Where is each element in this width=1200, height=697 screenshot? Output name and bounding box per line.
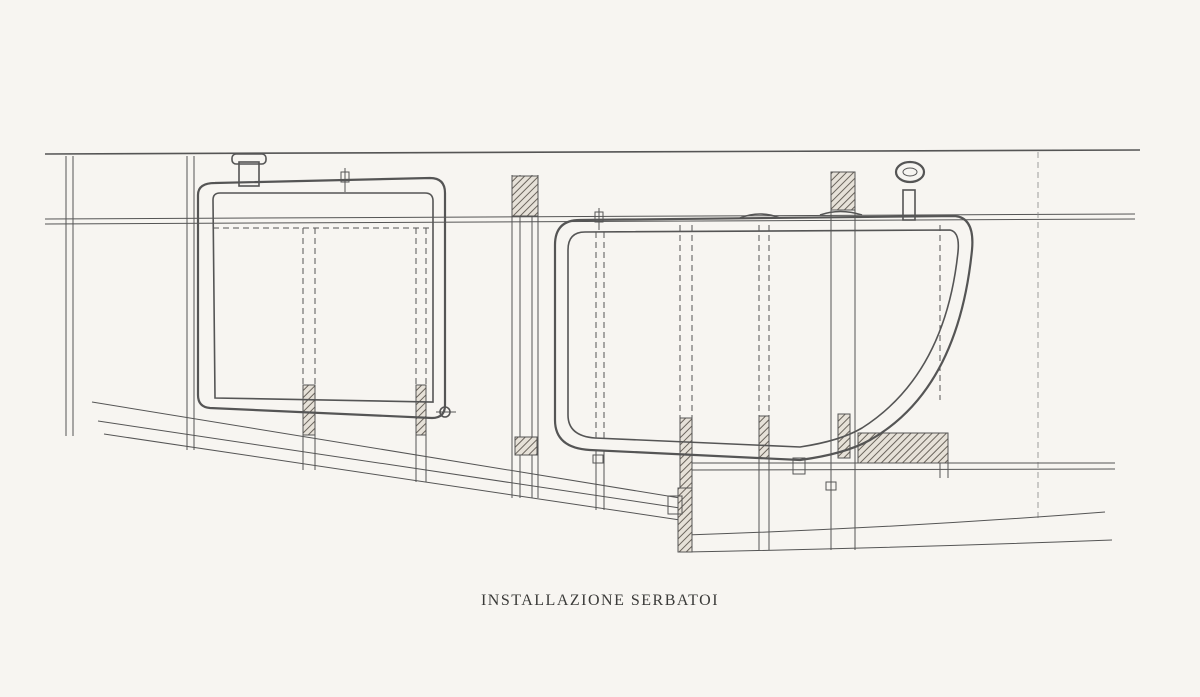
frame-foot-b — [514, 436, 538, 456]
keel-line-3 — [103, 433, 681, 521]
left-filler-cap — [231, 153, 267, 165]
fittings — [592, 454, 837, 515]
fitting-small-1 — [592, 454, 604, 464]
frame-foot-3 — [679, 417, 693, 489]
right-tank — [553, 160, 974, 475]
frame-foot-2 — [415, 384, 427, 436]
right-filler-neck — [902, 189, 916, 221]
keel-line-1 — [91, 401, 681, 499]
hull-curve-2 — [685, 539, 1113, 553]
right-drain-valve — [792, 457, 806, 475]
top-deck-line — [44, 149, 1141, 155]
right-access-plate-1 — [739, 213, 781, 219]
hull-structure — [44, 149, 1141, 553]
left-vent — [340, 171, 350, 183]
frame-cap-c — [830, 171, 856, 211]
right-access-plate-2 — [819, 210, 863, 216]
upper-longitudinal-line-2 — [44, 218, 1136, 225]
drawing-caption: INSTALLAZIONE SERBATOI — [480, 592, 720, 609]
frame-cap-b — [511, 175, 539, 217]
left-tank-outer — [196, 176, 447, 420]
left-tank-inner — [212, 192, 434, 403]
tank-support-block — [857, 432, 949, 464]
bottom-line-2 — [689, 468, 1116, 471]
frame-foot-1 — [302, 384, 316, 436]
frame-foot-5 — [758, 415, 770, 459]
upper-longitudinal-line — [44, 213, 1136, 220]
fitting-small-2 — [825, 481, 837, 491]
left-filler-neck — [238, 161, 260, 187]
frame-foot-4 — [677, 487, 693, 553]
right-filler-ring-inner — [902, 167, 918, 177]
left-tank — [196, 153, 456, 420]
hull-curve-1 — [685, 511, 1106, 536]
keel-line-2 — [97, 420, 681, 509]
right-vent — [594, 211, 604, 223]
right-tank-outer — [553, 214, 974, 462]
right-tank-inner — [567, 229, 960, 448]
right-filler-ring — [894, 160, 926, 184]
keel-fitting — [667, 495, 683, 515]
